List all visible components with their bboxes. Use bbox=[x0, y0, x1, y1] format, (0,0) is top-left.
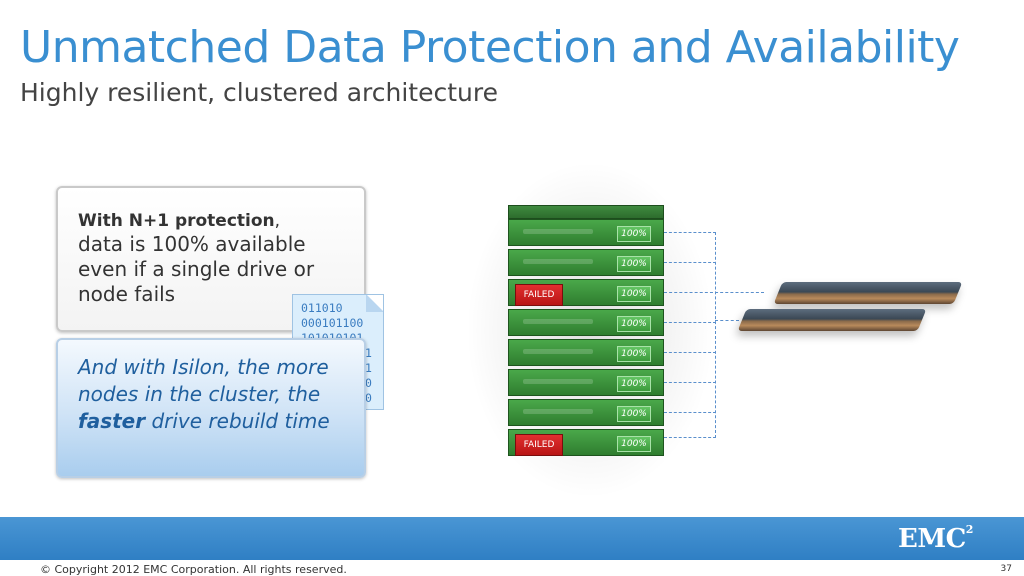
node-faceplate bbox=[523, 259, 593, 264]
rack-top-panel bbox=[508, 205, 664, 219]
emc-logo-text: EMC bbox=[898, 524, 966, 554]
page-number: 37 bbox=[1000, 564, 1012, 574]
node-status-badge: 100% bbox=[617, 406, 651, 422]
copyright-text: © Copyright 2012 EMC Corporation. All ri… bbox=[40, 563, 347, 576]
node-status-badge: 100% bbox=[617, 256, 651, 272]
protection-callout: With N+1 protection, data is 100% availa… bbox=[56, 186, 366, 332]
connector-line bbox=[664, 262, 716, 263]
connector-line bbox=[664, 382, 716, 383]
cluster-node: FAILED 100% bbox=[508, 279, 664, 306]
node-status-badge: 100% bbox=[617, 436, 651, 452]
data-line: 000101100 bbox=[301, 316, 364, 330]
isilon-callout-before: And with Isilon, the more nodes in the c… bbox=[78, 355, 329, 406]
server-drive-icon bbox=[737, 309, 927, 331]
data-line: 0 bbox=[365, 376, 372, 390]
node-status-badge: 100% bbox=[617, 286, 651, 302]
connector-vertical bbox=[715, 232, 716, 438]
slide-title: Unmatched Data Protection and Availabili… bbox=[20, 22, 960, 73]
node-faceplate bbox=[523, 349, 593, 354]
connector-line bbox=[664, 437, 716, 438]
cluster-node: 100% bbox=[508, 399, 664, 426]
protection-callout-comma: , bbox=[274, 211, 281, 231]
node-faceplate bbox=[523, 229, 593, 234]
isilon-callout-after: drive rebuild time bbox=[145, 409, 330, 433]
connector-line bbox=[664, 352, 716, 353]
slide-subtitle: Highly resilient, clustered architecture bbox=[20, 78, 498, 107]
connector-line bbox=[664, 292, 764, 293]
node-status-badge: 100% bbox=[617, 376, 651, 392]
connector-line bbox=[664, 232, 716, 233]
emc-logo: EMC2 bbox=[898, 523, 974, 554]
isilon-callout-bold: faster bbox=[78, 409, 146, 433]
file-fold-corner bbox=[366, 295, 383, 312]
footer-bar bbox=[0, 517, 1024, 560]
data-line: 0 bbox=[365, 391, 372, 405]
emc-logo-sup: 2 bbox=[965, 523, 974, 537]
node-faceplate bbox=[523, 409, 593, 414]
node-faceplate bbox=[523, 379, 593, 384]
connector-line bbox=[715, 320, 739, 321]
data-line: 1 bbox=[365, 346, 372, 360]
node-faceplate bbox=[523, 319, 593, 324]
cluster-rack: 100% 100% FAILED 100% 100% 100% 100% 100%… bbox=[508, 205, 664, 459]
cluster-node: 100% bbox=[508, 219, 664, 246]
cluster-node: FAILED 100% bbox=[508, 429, 664, 456]
isilon-callout: And with Isilon, the more nodes in the c… bbox=[56, 338, 366, 478]
server-drive-icon bbox=[773, 282, 963, 304]
cluster-node: 100% bbox=[508, 369, 664, 396]
node-status-badge: 100% bbox=[617, 226, 651, 242]
connector-line bbox=[664, 412, 716, 413]
isilon-callout-text: And with Isilon, the more nodes in the c… bbox=[78, 354, 346, 435]
protection-callout-bold: With N+1 protection bbox=[78, 211, 275, 231]
data-line: 011010 bbox=[301, 301, 343, 315]
cluster-node: 100% bbox=[508, 339, 664, 366]
cluster-node: 100% bbox=[508, 309, 664, 336]
node-failed-badge: FAILED bbox=[515, 284, 563, 306]
data-line: 1 bbox=[365, 361, 372, 375]
node-status-badge: 100% bbox=[617, 316, 651, 332]
cluster-node: 100% bbox=[508, 249, 664, 276]
node-status-badge: 100% bbox=[617, 346, 651, 362]
node-failed-badge: FAILED bbox=[515, 434, 563, 456]
connector-line bbox=[664, 322, 716, 323]
protection-callout-heading: With N+1 protection, bbox=[78, 210, 344, 232]
protection-callout-text: data is 100% available even if a single … bbox=[78, 232, 315, 306]
